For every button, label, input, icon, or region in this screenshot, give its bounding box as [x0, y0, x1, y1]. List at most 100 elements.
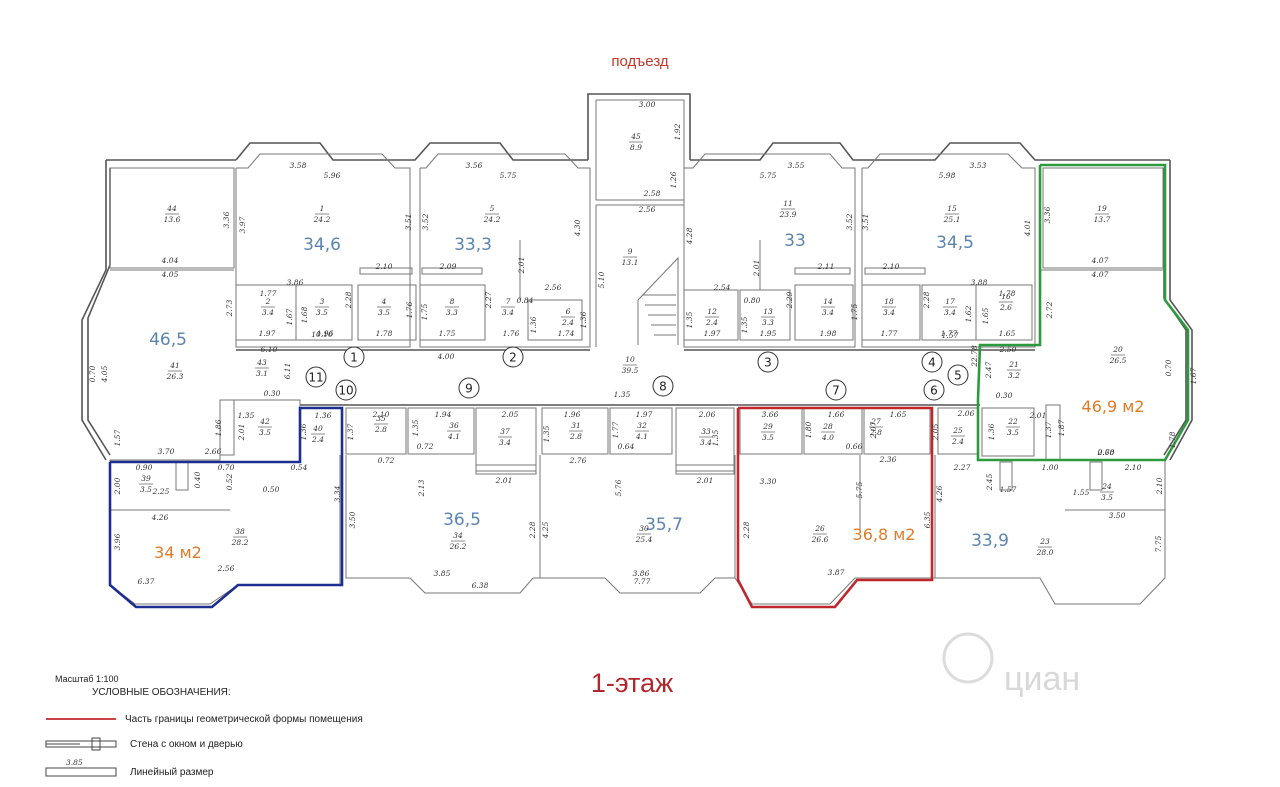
legend: Масштаб 1:100 УСЛОВНЫЕ ОБОЗНАЧЕНИЯ: Част… [45, 674, 363, 778]
room-number: 26 [814, 524, 825, 533]
dimension-label: 1.96 [317, 329, 334, 338]
room-area: 3.4 [822, 308, 834, 317]
dimension-label: 0.52 [225, 473, 234, 490]
dimension-label: 3.86 [633, 569, 650, 578]
dimension-label: 1.35 [740, 316, 749, 333]
dimension-label: 2.01 [237, 424, 246, 442]
room-number: 29 [762, 422, 773, 431]
dimension-label: 1.95 [760, 329, 777, 338]
room-area: 23.9 [779, 210, 797, 219]
legend-item-wall: Стена с окном и дверью [130, 739, 243, 750]
dimension-label: 2.45 [985, 473, 994, 491]
dimension-label: 0.30 [264, 389, 281, 398]
dimension-label: 4.01 [1023, 220, 1032, 238]
room-area: 3.5 [378, 308, 390, 317]
room-label: 393.5 [139, 474, 153, 494]
room-area: 28.2 [231, 538, 249, 547]
room-area: 3.4 [499, 438, 511, 447]
dimension-label: 4.26 [151, 513, 169, 522]
room-area: 4.1 [447, 432, 460, 441]
entry-node: 10 [335, 379, 357, 401]
dimension-label: 2.09 [439, 262, 457, 271]
dimension-label: 1.26 [669, 171, 678, 188]
dimension-label: 1.55 [1073, 488, 1090, 497]
dimension-label: 5.75 [855, 481, 864, 498]
dimension-label: 1.36 [987, 423, 996, 440]
dimension-label: 2.10 [375, 262, 393, 271]
apartment-area-label: 33,9 [971, 531, 1009, 551]
dimension-label: 2.11 [817, 262, 835, 271]
dimension-label: 2.27 [953, 463, 971, 472]
room-number: 22 [1007, 417, 1018, 426]
dimension-label: 1.77 [881, 329, 898, 338]
room-area: 26.6 [811, 535, 829, 544]
dimension-label: 3.56 [466, 161, 483, 170]
dimension-label: 2.01 [1029, 411, 1047, 420]
dimension-label: 1.36 [315, 411, 332, 420]
dimension-label: 3.34 [333, 485, 342, 502]
room-area: 25.4 [635, 535, 653, 544]
room-label: 23.4 [261, 297, 275, 317]
dimension-label: 4.07 [1091, 270, 1109, 279]
dimension-label: 1.75 [850, 303, 859, 320]
room-labels: 4413.6124.2524.2458.91123.91525.11913.79… [139, 132, 1127, 557]
room-area: 3.5 [1007, 428, 1019, 437]
room-area: 3.4 [944, 308, 956, 317]
dimension-label: 3.96 [113, 533, 122, 550]
dimension-label: 1.97 [636, 410, 653, 419]
room-label: 458.9 [629, 132, 643, 152]
dimension-label: 1.66 [828, 410, 845, 419]
dimension-label: 2.66 [204, 447, 222, 456]
entry-node-number: 11 [308, 371, 323, 385]
room-label: 284.0 [821, 422, 835, 442]
room-area: 24.2 [483, 215, 501, 224]
apartment-area-label: 34,6 [303, 235, 341, 255]
dimension-label: 3.36 [1043, 206, 1052, 223]
entry-node: 11 [305, 366, 327, 388]
dimension-label: 1.96 [564, 410, 581, 419]
legend-dimension-symbol: 3.85 [45, 758, 117, 777]
dimension-label: 4.04 [161, 256, 179, 265]
dimension-label: 0.70 [218, 463, 235, 472]
entry-node-number: 4 [928, 356, 936, 370]
dimension-label: 2.06 [698, 410, 716, 419]
dimension-label: 2.78 [1097, 448, 1115, 457]
room-area: 2.4 [951, 437, 964, 446]
dimension-label: 3.85 [434, 569, 451, 578]
room-label: 243.5 [1100, 482, 1114, 502]
room-number: 45 [630, 132, 641, 141]
room-area: 3.1 [256, 369, 268, 378]
red-apartment-outline [736, 406, 934, 609]
dimension-label: 1.68 [300, 306, 309, 323]
room-number: 4 [381, 297, 387, 306]
dimension-label: 4.30 [573, 219, 582, 237]
room-number: 19 [1097, 204, 1107, 213]
dimension-label: 0.72 [378, 456, 395, 465]
dimension-label: 1.36 [529, 316, 538, 333]
room-number: 21 [1008, 360, 1019, 369]
room-area: 3.2 [1008, 371, 1020, 380]
room-label: 423.5 [258, 417, 272, 437]
room-label: 373.4 [498, 427, 512, 447]
room-number: 14 [823, 297, 833, 306]
entry-node: 8 [652, 375, 674, 397]
floor-label: 1-этаж [591, 668, 673, 698]
room-number: 24 [1101, 482, 1112, 491]
room-label: 33.5 [315, 297, 329, 317]
apartment-area-label: 36,8 м2 [853, 525, 916, 544]
dimension-label: 3.87 [828, 568, 845, 577]
room-label: 272.8 [869, 417, 883, 437]
room-area: 2.6 [999, 303, 1012, 312]
room-area: 13.6 [164, 215, 181, 224]
room-label: 352.8 [374, 414, 388, 434]
dimension-label: 4.00 [437, 352, 455, 361]
room-label: 433.1 [255, 358, 269, 378]
room-number: 35 [376, 414, 386, 423]
dimension-label: 3.30 [760, 477, 777, 486]
apartment-area-label: 33,3 [454, 235, 492, 255]
dimension-label: 5.98 [939, 171, 956, 180]
room-number: 40 [312, 424, 323, 433]
room-area: 2.8 [374, 425, 387, 434]
